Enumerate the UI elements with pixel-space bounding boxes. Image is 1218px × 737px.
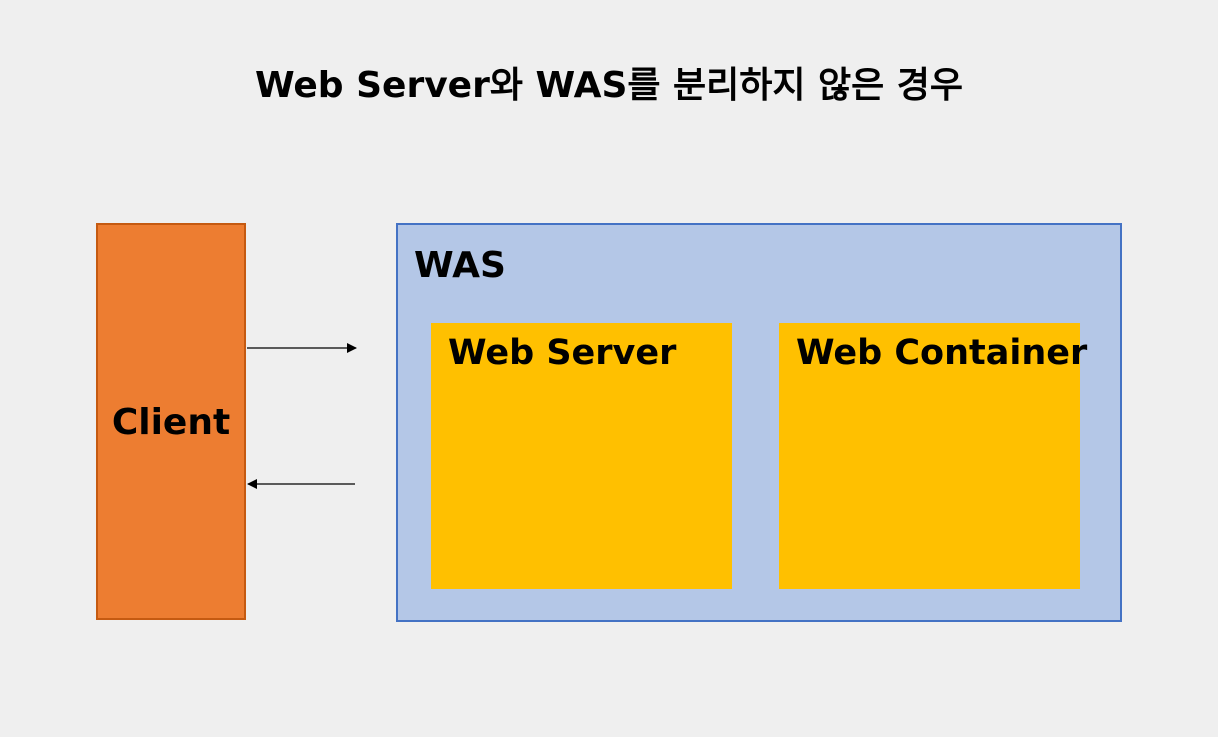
- was-label: WAS: [414, 245, 506, 286]
- client-node: Client: [96, 223, 246, 620]
- web-container-node: Web Container: [779, 323, 1087, 589]
- was-node: WAS Web Server Web Container: [396, 223, 1122, 622]
- web-server-node: Web Server: [431, 323, 732, 589]
- web-container-label: Web Container: [796, 333, 1088, 373]
- client-label: Client: [111, 402, 231, 443]
- diagram-title: Web Server와 WAS를 분리하지 않은 경우: [254, 65, 964, 106]
- web-server-label: Web Server: [448, 333, 677, 373]
